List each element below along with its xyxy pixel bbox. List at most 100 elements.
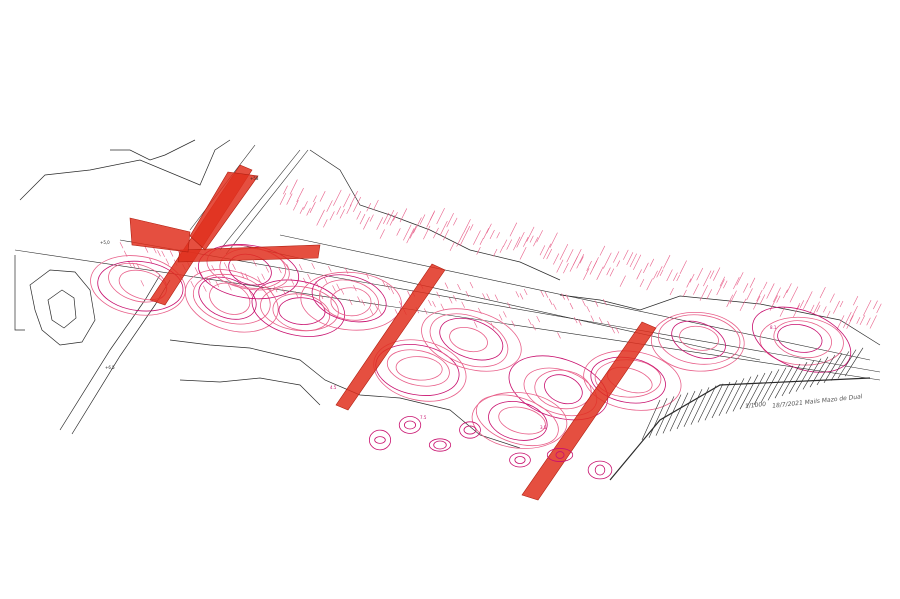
hachure-tick <box>316 209 325 226</box>
hachure-tick <box>319 292 324 300</box>
hachure-tick <box>382 280 386 287</box>
hachure-tick <box>863 300 872 316</box>
pit-loop <box>428 438 452 452</box>
hatch-line <box>739 374 759 410</box>
hachure-tick <box>386 209 395 225</box>
hachure-tick <box>816 305 821 313</box>
hatch-line <box>655 396 675 436</box>
hachure-tick <box>446 213 454 228</box>
hachure-tick <box>646 278 653 291</box>
hachure-tick <box>619 275 626 287</box>
contour-loop <box>192 273 271 325</box>
hatch-line <box>662 394 682 434</box>
hachure-tick <box>593 257 599 268</box>
road-line-5 <box>219 149 301 251</box>
hachure-tick <box>326 200 333 213</box>
hachure-tick <box>373 199 379 211</box>
hachure-tick <box>483 228 490 240</box>
hachure-tick <box>343 193 351 208</box>
hatch-line <box>844 347 864 377</box>
contour-loop <box>544 374 583 405</box>
contour-loop <box>671 320 726 359</box>
hatch-line <box>830 351 850 381</box>
hachure-tick <box>609 268 615 277</box>
hachure-tick <box>144 246 149 253</box>
hachure-tick <box>386 283 390 291</box>
hachure-tick <box>403 224 412 241</box>
hachure-tick <box>563 262 569 274</box>
hachure-tick <box>223 262 228 269</box>
hachure-tick <box>165 258 170 265</box>
hachure-tick <box>198 270 203 277</box>
hachure-tick <box>396 228 401 236</box>
hachure-tick <box>548 298 553 305</box>
hachure-tick <box>536 316 540 323</box>
hachure-tick <box>333 189 342 206</box>
hatch-line <box>753 371 773 405</box>
hachure-tick <box>232 263 236 270</box>
contour-loop <box>421 308 522 372</box>
hachure-tick <box>194 267 199 274</box>
annotation-label: 7.5 <box>420 415 427 420</box>
contour-loop <box>311 274 387 323</box>
hachure-tick <box>440 303 445 310</box>
road-line-6 <box>225 149 309 255</box>
hatch-line <box>823 353 843 383</box>
hatch-line <box>837 349 857 379</box>
hachure-tick <box>207 277 211 284</box>
hachure-tick <box>719 276 726 287</box>
hachure-tick <box>283 185 288 195</box>
hachure-tick <box>339 208 345 219</box>
hachure-tick <box>866 317 871 326</box>
hachure-tick <box>169 250 174 257</box>
contour-loop <box>650 311 745 372</box>
red-triangle-top <box>189 171 259 251</box>
hachure-tick <box>511 320 515 327</box>
hachure-tick <box>379 229 385 239</box>
hachure-tick <box>515 291 520 298</box>
hachure-tick <box>873 300 878 310</box>
hatch-line <box>683 389 703 427</box>
hatch-line <box>760 369 780 403</box>
hachure-tick <box>449 242 455 252</box>
contour-loop <box>272 293 331 332</box>
hatch-line <box>641 399 661 441</box>
hachure-tick <box>549 232 558 248</box>
hachure-tick <box>759 294 766 305</box>
hachure-tick <box>763 281 768 290</box>
hatch-line <box>781 363 801 397</box>
hachure-tick <box>799 300 805 309</box>
hachure-tick <box>466 225 471 233</box>
hachure-tick <box>313 195 317 203</box>
hachure-tick <box>846 315 854 329</box>
hachure-tick <box>783 289 788 299</box>
red-band-cross <box>177 244 321 263</box>
hachure-tick <box>676 274 681 282</box>
hachure-tick <box>119 242 124 249</box>
hachure-tick <box>749 277 756 288</box>
hachure-tick <box>836 315 845 331</box>
hachure-tick <box>686 278 692 288</box>
hachure-tick <box>336 283 340 290</box>
hachure-tick <box>503 311 507 318</box>
hachure-tick <box>566 249 574 263</box>
hachure-tick <box>726 294 734 308</box>
hachure-tick <box>157 250 161 257</box>
hachure-tick <box>586 306 590 313</box>
hachure-tick <box>739 298 747 311</box>
contour-loop <box>319 279 379 321</box>
hatch-line <box>648 398 668 438</box>
contour-loop <box>330 287 372 317</box>
road-lines <box>14 144 881 381</box>
hachure-tick <box>693 283 700 295</box>
left-loop-outer <box>29 269 96 346</box>
road-line-2 <box>119 239 881 373</box>
hachure-tick <box>486 223 492 234</box>
annotation-label: 8.1 <box>770 325 777 330</box>
contour-loop <box>198 276 257 320</box>
hachure-tick <box>656 266 663 278</box>
hachure-tick <box>361 299 365 306</box>
hachure-tick <box>629 253 637 268</box>
hachure-tick <box>469 282 474 289</box>
terrain-line-ridge <box>309 149 561 281</box>
